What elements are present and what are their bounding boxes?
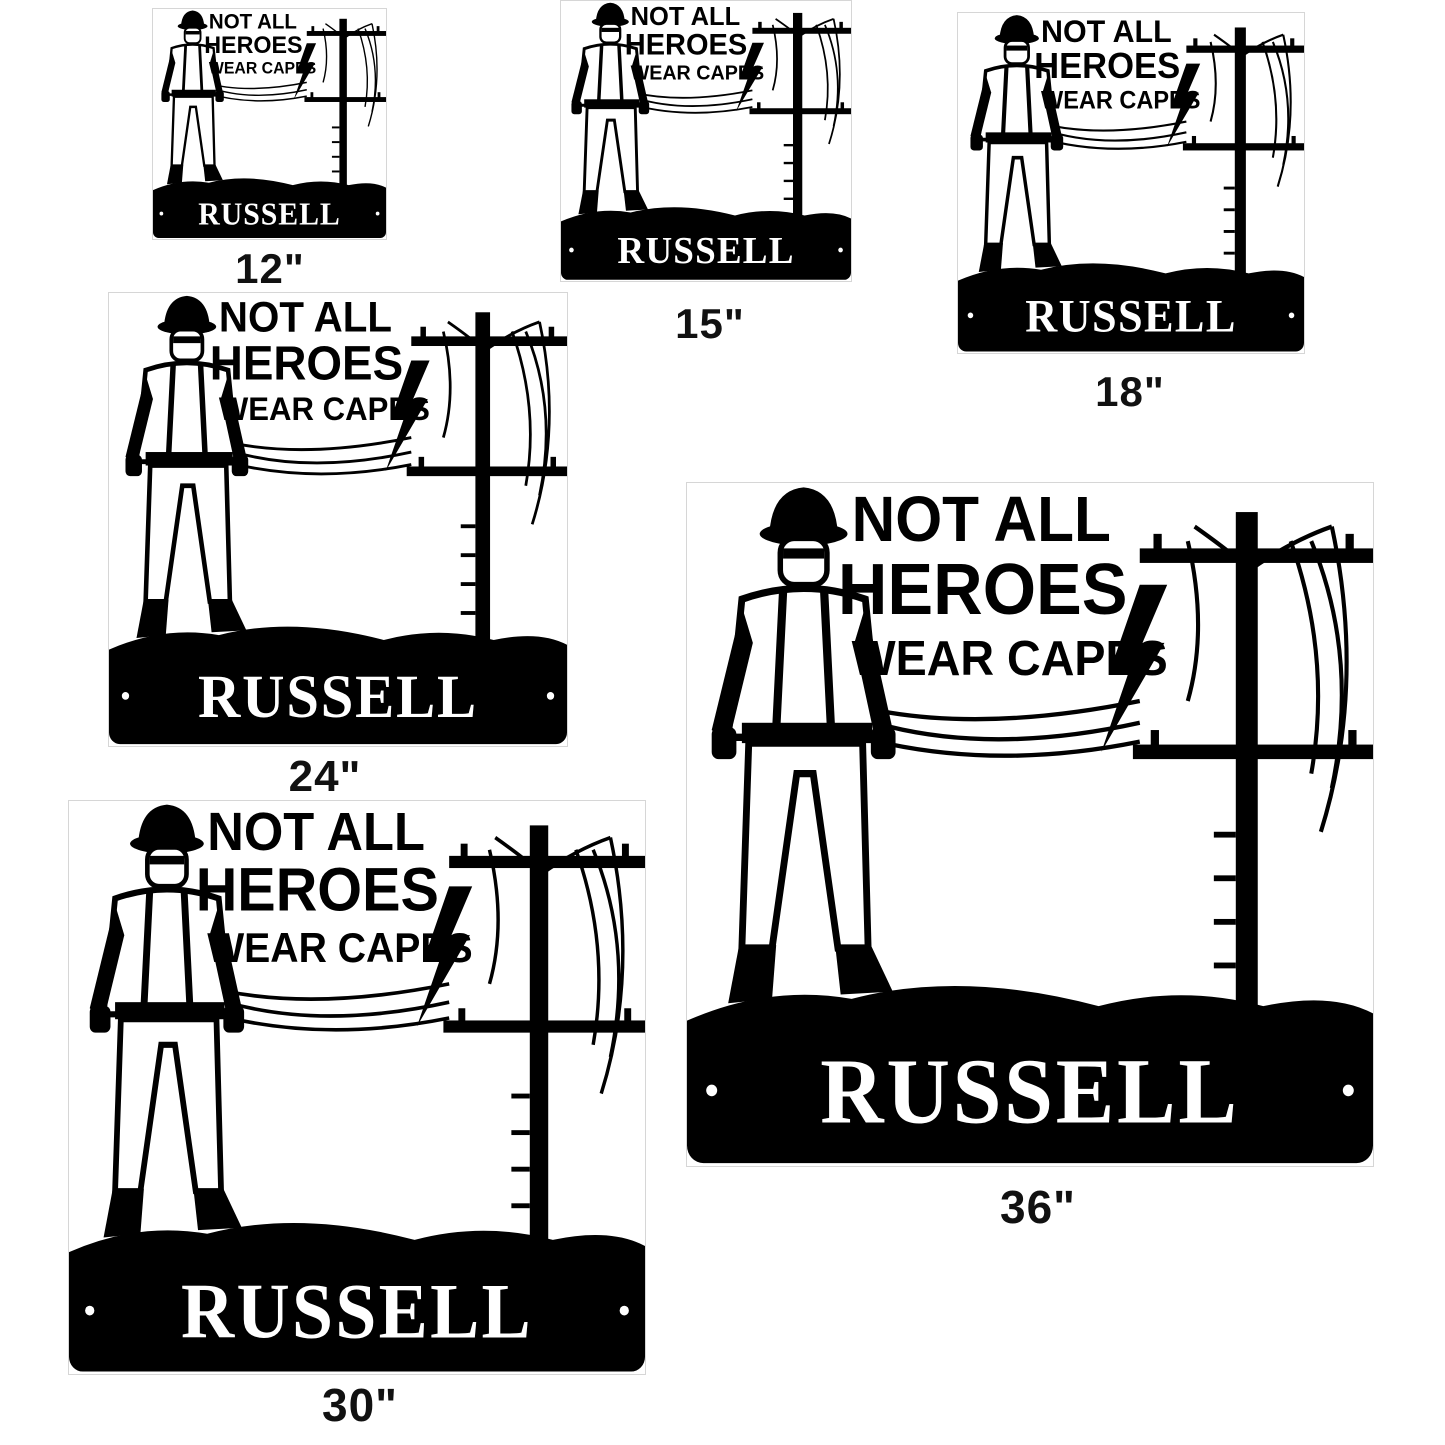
size-label-36in: 36"	[1000, 1181, 1076, 1233]
slogan-line-2: HEROES	[210, 336, 403, 390]
sign-name-text: RUSSELL	[617, 230, 794, 273]
variant-card-36in: NOT ALL HEROES WEAR CAPES RUSSELL	[686, 482, 1374, 1167]
slogan-line-2: HEROES	[204, 32, 302, 60]
sign-name-text: RUSSELL	[820, 1039, 1239, 1143]
slogan-line-2: HEROES	[625, 28, 747, 61]
slogan-line-3: WEAR CAPES	[852, 632, 1168, 687]
size-label-18in: 18"	[1095, 368, 1165, 415]
slogan-line-1: NOT ALL	[207, 802, 425, 862]
sign-name-text: RUSSELL	[181, 1269, 533, 1355]
slogan-line-1: NOT ALL	[852, 485, 1111, 556]
variant-card-18in: NOT ALL HEROES WEAR CAPES RUSSELL	[957, 12, 1305, 354]
size-label-30in: 30"	[322, 1379, 398, 1431]
variant-card-12in: NOT ALL HEROES WEAR CAPES RUSSELL	[152, 8, 387, 240]
size-label-24in: 24"	[288, 752, 362, 801]
sign-illustration: NOT ALL HEROES WEAR CAPES RUSSELL	[109, 293, 567, 746]
slogan-line-1: NOT ALL	[1041, 13, 1172, 49]
variant-card-24in: NOT ALL HEROES WEAR CAPES RUSSELL	[108, 292, 568, 747]
variant-card-30in: NOT ALL HEROES WEAR CAPES RUSSELL	[68, 800, 646, 1375]
slogan-line-1: NOT ALL	[209, 10, 297, 34]
sign-illustration: NOT ALL HEROES WEAR CAPES RUSSELL	[69, 801, 645, 1374]
size-label-12in: 12"	[235, 245, 305, 292]
slogan-line-3: WEAR CAPES	[207, 924, 472, 971]
sign-illustration: NOT ALL HEROES WEAR CAPES RUSSELL	[561, 1, 851, 281]
sign-name-text: RUSSELL	[198, 197, 340, 232]
slogan-line-2: HEROES	[838, 548, 1128, 629]
slogan-line-1: NOT ALL	[631, 3, 741, 31]
slogan-line-2: HEROES	[1034, 46, 1180, 86]
sign-illustration: NOT ALL HEROES WEAR CAPES RUSSELL	[153, 9, 386, 239]
slogan-line-2: HEROES	[196, 855, 439, 924]
slogan-line-1: NOT ALL	[219, 294, 392, 341]
slogan-line-3: WEAR CAPES	[219, 390, 430, 427]
slogan-line-3: WEAR CAPES	[631, 62, 765, 84]
slogan-line-3: WEAR CAPES	[209, 59, 316, 77]
sign-name-text: RUSSELL	[198, 663, 478, 732]
sign-name-text: RUSSELL	[1025, 290, 1237, 341]
sign-illustration: NOT ALL HEROES WEAR CAPES RUSSELL	[958, 13, 1304, 353]
slogan-line-3: WEAR CAPES	[1041, 87, 1200, 115]
variant-card-15in: NOT ALL HEROES WEAR CAPES RUSSELL	[560, 0, 852, 282]
size-label-15in: 15"	[675, 300, 745, 347]
sign-illustration: NOT ALL HEROES WEAR CAPES RUSSELL	[687, 483, 1373, 1166]
